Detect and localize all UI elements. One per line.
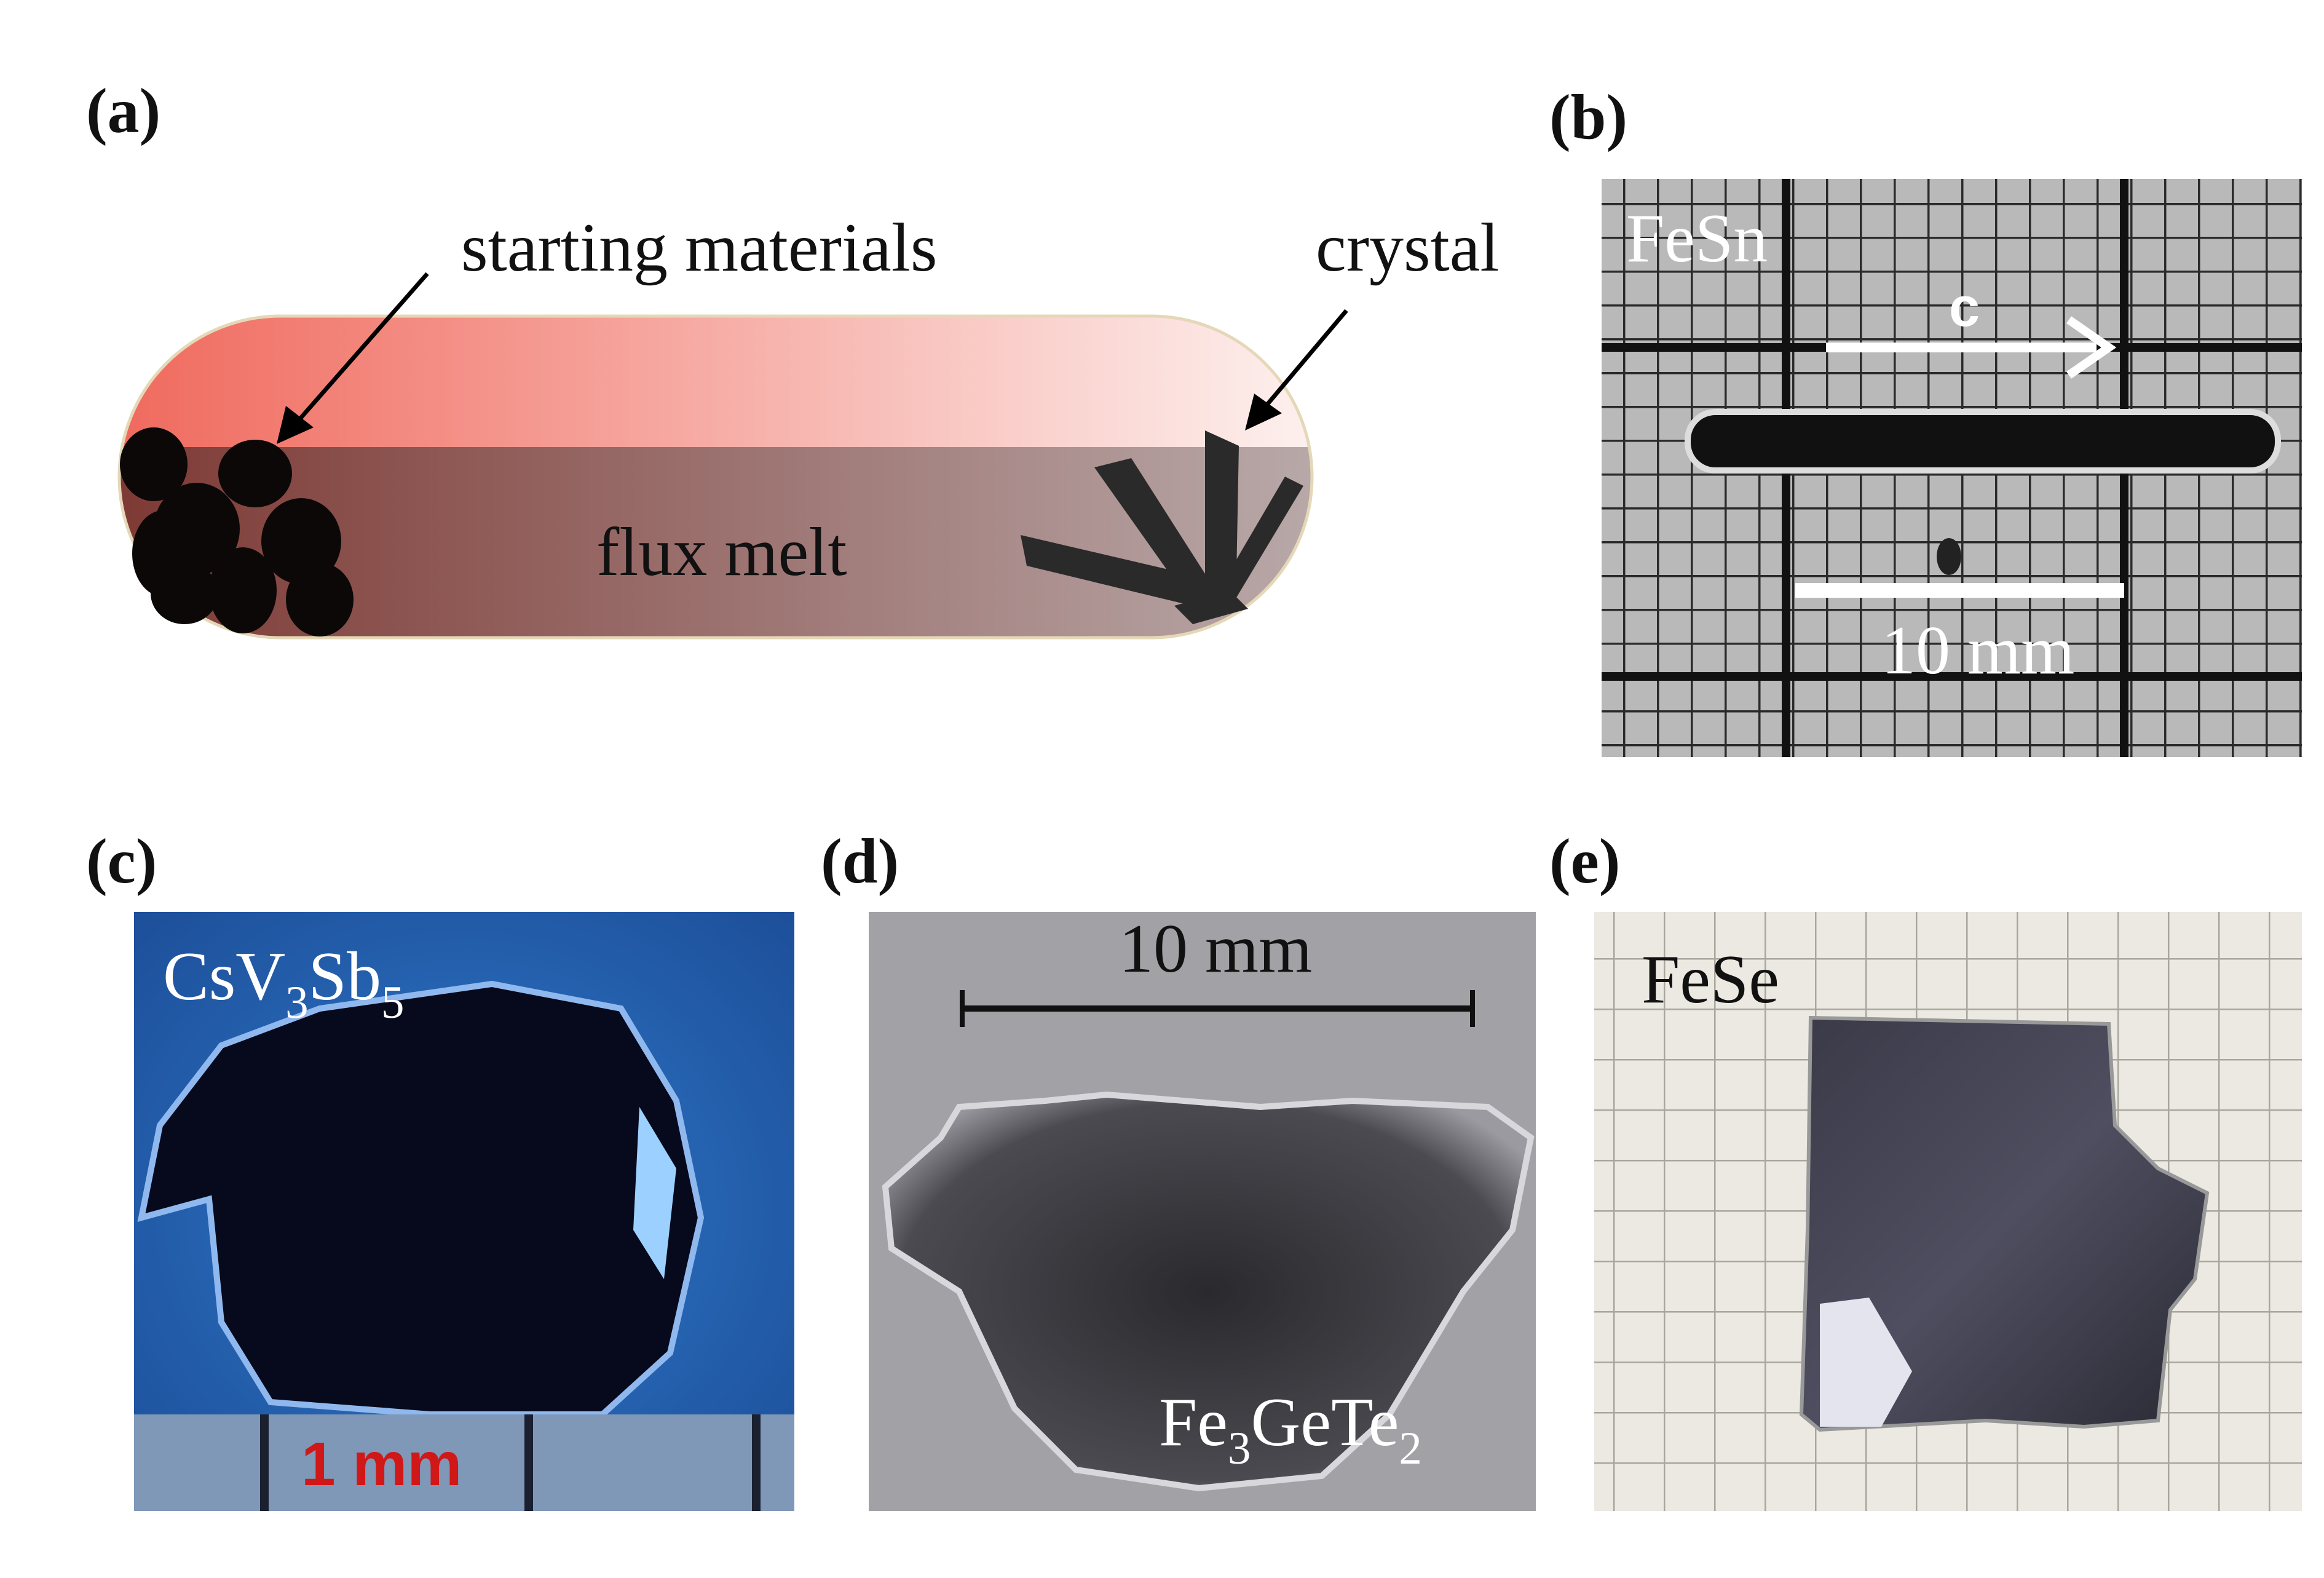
flux-melt-label: flux melt xyxy=(596,514,847,590)
panel-label-c: (c) xyxy=(86,826,157,897)
crystal-sample-e xyxy=(1799,1015,2210,1432)
reflection xyxy=(1820,1298,1912,1427)
starting-materials-chunks xyxy=(120,427,354,636)
panel-d: (d) 10 mm Fe3GeTe2 xyxy=(821,826,1536,1511)
scale-label-c: 1 mm xyxy=(301,1430,462,1499)
panel-label-d: (d) xyxy=(821,826,899,897)
panel-a: (a) starting materials crystal xyxy=(86,76,1500,640)
starting-materials-label: starting materials xyxy=(461,210,937,286)
c-axis-label: c xyxy=(1949,277,1980,338)
crystal-sample-d xyxy=(882,1091,1535,1492)
panel-c: (c) 1 mm CsV3Sb5 xyxy=(86,826,794,1511)
arrow-crystal xyxy=(1262,309,1348,411)
arrow-head-icon xyxy=(1245,394,1282,430)
compound-label-b: FeSn xyxy=(1626,200,1768,277)
compound-label-e: FeSe xyxy=(1642,942,1779,1018)
crystal-shapes xyxy=(1021,430,1303,624)
fesn-crystal xyxy=(1685,409,2281,474)
arrow-head-icon xyxy=(2066,316,2117,379)
panel-label-b: (b) xyxy=(1549,82,1627,153)
panel-label-a: (a) xyxy=(86,76,160,146)
ruler xyxy=(134,1414,794,1511)
crystal-label: crystal xyxy=(1316,210,1500,286)
reflection xyxy=(633,1107,676,1279)
compound-label-c: CsV3Sb5 xyxy=(163,938,404,1028)
arrow-head-icon xyxy=(277,406,314,444)
ruler-ticks xyxy=(260,1414,761,1511)
scale-label-b: 10 mm xyxy=(1881,613,2074,689)
scale-label-d: 10 mm xyxy=(1119,911,1312,987)
panel-label-e: (e) xyxy=(1549,826,1620,897)
compound-label-d: Fe3GeTe2 xyxy=(1159,1384,1422,1474)
panel-e: (e) FeSe xyxy=(1549,826,2302,1511)
capsule-outline xyxy=(117,314,1314,640)
panel-b: (b) FeSn c 10 mm xyxy=(1549,82,2302,757)
arrow-starting-materials xyxy=(293,272,429,426)
dust-speck xyxy=(1937,538,1961,575)
